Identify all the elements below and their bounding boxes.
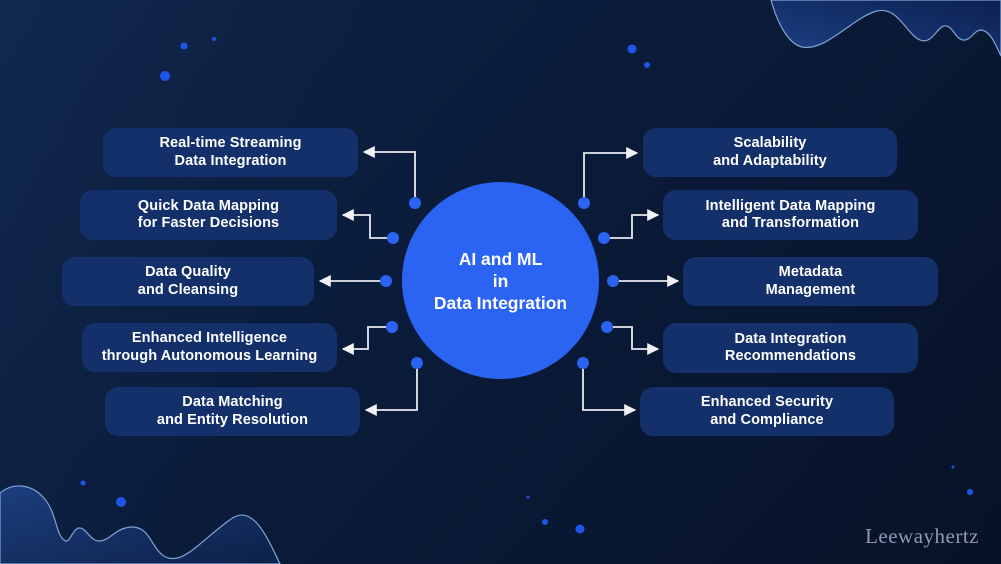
feature-box-enhanced-security: Enhanced Security and Compliance	[640, 387, 894, 436]
connector-left-1	[362, 146, 416, 203]
feature-label-line: Metadata	[778, 264, 843, 280]
center-circle: AI and ML in Data Integration	[402, 182, 599, 379]
connector-left-5	[364, 363, 418, 416]
connector-dot	[577, 357, 589, 369]
background-dot	[542, 519, 548, 525]
connector-dots	[380, 197, 619, 369]
background-dot	[967, 489, 973, 495]
background-dots	[80, 37, 973, 534]
connector-dot	[386, 321, 398, 333]
connector-dot	[380, 275, 392, 287]
feature-label-line: Data Integration	[734, 330, 847, 347]
feature-label-line: Scalability	[733, 135, 807, 151]
feature-label-line: Real-time Streaming	[159, 135, 302, 151]
feature-label-line: Management	[765, 281, 856, 298]
background-dot	[627, 44, 637, 54]
feature-label-line: Recommendations	[724, 348, 857, 364]
connector-dot	[601, 321, 613, 333]
feature-label-line: Enhanced Intelligence	[131, 330, 288, 346]
feature-label-line: and Cleansing	[137, 281, 239, 298]
feature-label-line: Data Quality	[145, 264, 231, 280]
feature-label-line: and Adaptability	[713, 152, 827, 169]
feature-box-scalability: Scalability and Adaptability	[643, 128, 897, 177]
top-right-wave	[770, 0, 1001, 57]
feature-box-enhanced-intelligence: Enhanced Intelligence through Autonomous…	[82, 323, 337, 372]
feature-box-integration-recommendations: Data Integration Recommendations	[663, 323, 918, 373]
background-dot	[116, 497, 126, 507]
connector-right-5	[582, 363, 637, 416]
feature-box-realtime-streaming: Real-time Streaming Data Integration	[103, 128, 358, 177]
feature-label-line: Data Matching	[182, 394, 283, 410]
feature-box-data-matching: Data Matching and Entity Resolution	[105, 387, 360, 436]
center-title-line1: AI and ML	[458, 248, 543, 269]
center-title-line2: in	[492, 270, 509, 291]
feature-label-line: and Entity Resolution	[156, 411, 309, 428]
connector-right-2	[604, 209, 660, 239]
background-dot	[644, 62, 650, 68]
connector-dot	[411, 357, 423, 369]
feature-label-line: Enhanced Security	[700, 394, 834, 410]
connector-left-4	[341, 326, 392, 355]
background-dot	[951, 465, 955, 469]
background-dot	[212, 37, 216, 41]
feature-box-quick-data-mapping: Quick Data Mapping for Faster Decisions	[80, 190, 337, 240]
feature-box-metadata-management: Metadata Management	[683, 257, 938, 306]
connector-lines	[318, 146, 680, 416]
background-dot	[575, 524, 585, 534]
connector-right-4	[607, 326, 660, 355]
connector-dot	[578, 197, 590, 209]
feature-label-line: through Autonomous Learning	[101, 347, 318, 364]
feature-label-line: Quick Data Mapping	[137, 197, 280, 214]
connector-dot	[387, 232, 399, 244]
feature-box-data-quality: Data Quality and Cleansing	[62, 257, 314, 306]
center-title-line3: Data Integration	[433, 292, 568, 313]
feature-box-intelligent-mapping: Intelligent Data Mapping and Transformat…	[663, 190, 918, 240]
connector-dot	[409, 197, 421, 209]
brand-watermark: Leewayhertz	[865, 524, 979, 548]
feature-label-line: for Faster Decisions	[137, 215, 280, 231]
connector-right-1	[583, 147, 639, 203]
connector-dot	[598, 232, 610, 244]
feature-label-line: and Transformation	[721, 215, 860, 231]
background-dot	[160, 71, 170, 81]
feature-label-line: Data Integration	[174, 152, 287, 169]
connector-dot	[607, 275, 619, 287]
background-dot	[180, 42, 188, 50]
bottom-left-wave	[0, 485, 281, 564]
feature-label-line: and Compliance	[710, 411, 824, 428]
background-dot	[80, 480, 86, 486]
feature-label-line: Intelligent Data Mapping	[705, 197, 876, 214]
connector-left-2	[341, 209, 393, 239]
background-dot	[526, 495, 530, 499]
